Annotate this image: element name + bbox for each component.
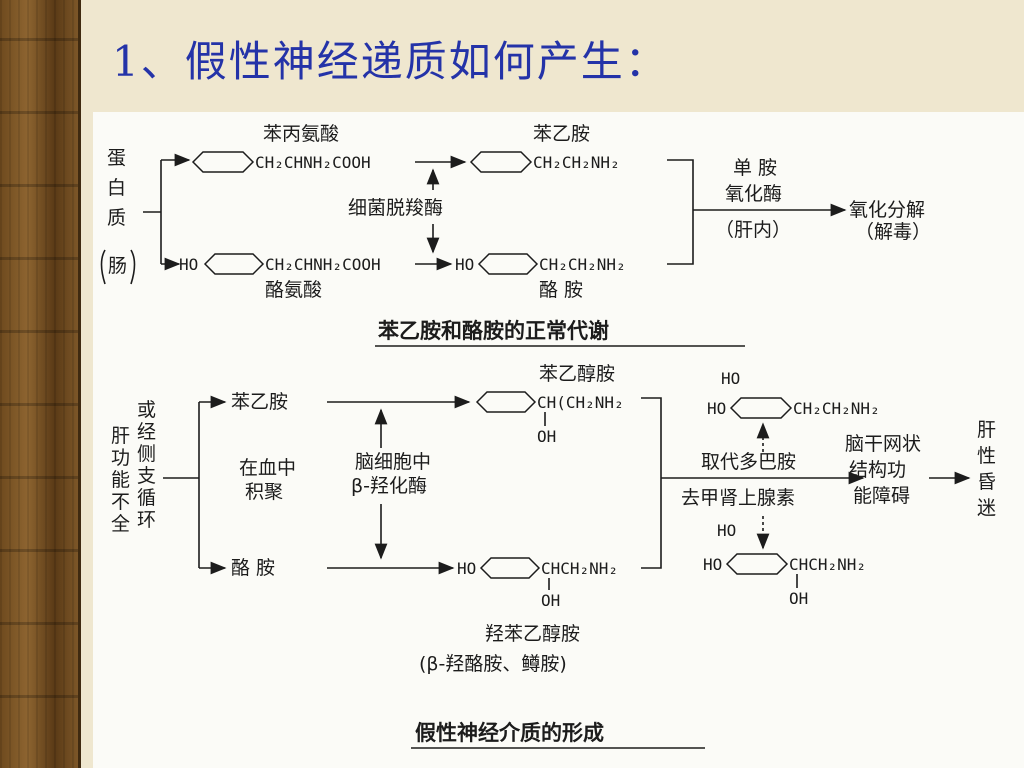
coma-char-2: 性 xyxy=(977,445,996,467)
dopamine-hydroxyl-top: HO xyxy=(721,369,740,388)
reticular-1: 脑干网状 xyxy=(845,433,921,455)
phenylethylamine-name: 苯乙胺 xyxy=(533,123,590,145)
liver-char-3: 能 xyxy=(111,469,130,491)
octopamine-alias: (β-羟酪胺、鳟胺) xyxy=(419,653,567,675)
liver-char-5: 全 xyxy=(111,513,130,535)
mao-place: （肝内） xyxy=(715,219,791,241)
phenylalanine-name: 苯丙氨酸 xyxy=(263,123,339,145)
phenylethanolamine-name: 苯乙醇胺 xyxy=(539,363,615,385)
coma-char-3: 昏 xyxy=(977,471,996,493)
pea-blood: 苯乙胺 xyxy=(231,391,288,413)
tyramine-hydroxyl: HO xyxy=(455,255,474,274)
mao-label-1: 单 胺 xyxy=(733,157,777,179)
oxidation-decomposition: 氧化分解 xyxy=(849,199,925,221)
liver-char-1: 肝 xyxy=(111,425,130,447)
collateral-char-3: 侧 xyxy=(137,443,156,465)
dopamine-hydroxyl-side: HO xyxy=(707,399,726,418)
coma-char-4: 迷 xyxy=(977,497,996,519)
pathway-diagram: 蛋 白 质 肠 苯丙氨酸 CH₂CHNH₂COOH 苯乙胺 CH₂CH₂NH₂ … xyxy=(100,123,996,749)
collateral-char-5: 循 xyxy=(137,487,156,509)
replace-dopamine: 取代多巴胺 xyxy=(701,451,796,473)
liver-char-2: 功 xyxy=(111,447,130,469)
detox-label: （解毒） xyxy=(855,221,931,243)
octopamine-formula: CHCH₂NH₂ xyxy=(541,559,618,578)
replace-norepinephrine: 去甲肾上腺素 xyxy=(681,487,795,509)
reticular-3: 能障碍 xyxy=(853,485,910,507)
collateral-char-6: 环 xyxy=(137,509,156,531)
ne-formula: CHCH₂NH₂ xyxy=(789,555,866,574)
protein-char-3: 质 xyxy=(107,207,126,229)
ne-hydroxyl: OH xyxy=(789,589,808,608)
gut-parentheses xyxy=(100,249,136,285)
tyramine-blood: 酪 胺 xyxy=(231,557,275,579)
coma-char-1: 肝 xyxy=(977,419,996,441)
tyramine-formula: CH₂CH₂NH₂ xyxy=(539,255,626,274)
mao-label-2: 氧化酶 xyxy=(725,183,782,205)
wood-sidebar xyxy=(0,0,81,768)
benzene-ring-ne xyxy=(725,553,789,575)
oct-phenol-hydroxyl: HO xyxy=(457,559,476,578)
bottom-caption: 假性神经介质的形成 xyxy=(415,721,604,745)
collateral-char-2: 经 xyxy=(137,421,156,443)
ne-hydroxyl-top: HO xyxy=(717,521,736,540)
bottom-merge-bracket xyxy=(641,397,662,569)
blood-accumulate-1: 在血中 xyxy=(239,457,296,479)
top-merge-bracket xyxy=(667,159,694,265)
dopamine-formula: CH₂CH₂NH₂ xyxy=(793,399,880,418)
brain-cell-label: 脑细胞中 xyxy=(355,451,431,473)
ne-hydroxyl-side: HO xyxy=(703,555,722,574)
reticular-2: 结构功 xyxy=(849,459,906,481)
phenylalanine-formula: CH₂CHNH₂COOH xyxy=(255,153,371,172)
blood-accumulate-2: 积聚 xyxy=(245,481,283,503)
protein-char-1: 蛋 xyxy=(107,147,126,169)
benzene-ring-pe xyxy=(475,391,537,413)
tyrosine-formula: CH₂CHNH₂COOH xyxy=(265,255,381,274)
beta-hydroxylase-label: β-羟化酶 xyxy=(351,475,427,497)
protein-char-2: 白 xyxy=(107,177,126,199)
benzene-ring-tyramine xyxy=(477,253,539,275)
benzene-ring-tyr xyxy=(203,253,265,275)
collateral-char-1: 或 xyxy=(137,399,156,421)
benzene-ring-phe xyxy=(191,151,255,173)
tyrosine-name: 酪氨酸 xyxy=(265,279,322,301)
phenylethylamine-formula: CH₂CH₂NH₂ xyxy=(533,153,620,172)
top-caption: 苯乙胺和酪胺的正常代谢 xyxy=(377,319,609,343)
benzene-ring-dopamine xyxy=(729,397,793,419)
tyr-hydroxyl: HO xyxy=(179,255,198,274)
slide-title: 1、假性神经递质如何产生： xyxy=(112,37,669,86)
gut-label: 肠 xyxy=(108,255,127,277)
collateral-char-4: 支 xyxy=(137,465,156,487)
oct-hydroxyl: OH xyxy=(541,591,560,610)
liver-char-4: 不 xyxy=(111,491,130,513)
pe-hydroxyl: OH xyxy=(537,427,556,446)
benzene-ring-oct xyxy=(479,557,541,579)
tyramine-name: 酪 胺 xyxy=(539,279,583,301)
diagram-panel: 蛋 白 质 肠 苯丙氨酸 CH₂CHNH₂COOH 苯乙胺 CH₂CH₂NH₂ … xyxy=(93,112,1024,768)
benzene-ring-pea xyxy=(469,151,533,173)
phenylethanolamine-formula: CH(CH₂NH₂ xyxy=(537,393,624,412)
octopamine-name: 羟苯乙醇胺 xyxy=(485,623,580,645)
bacterial-decarboxylase: 细菌脱羧酶 xyxy=(348,197,443,219)
